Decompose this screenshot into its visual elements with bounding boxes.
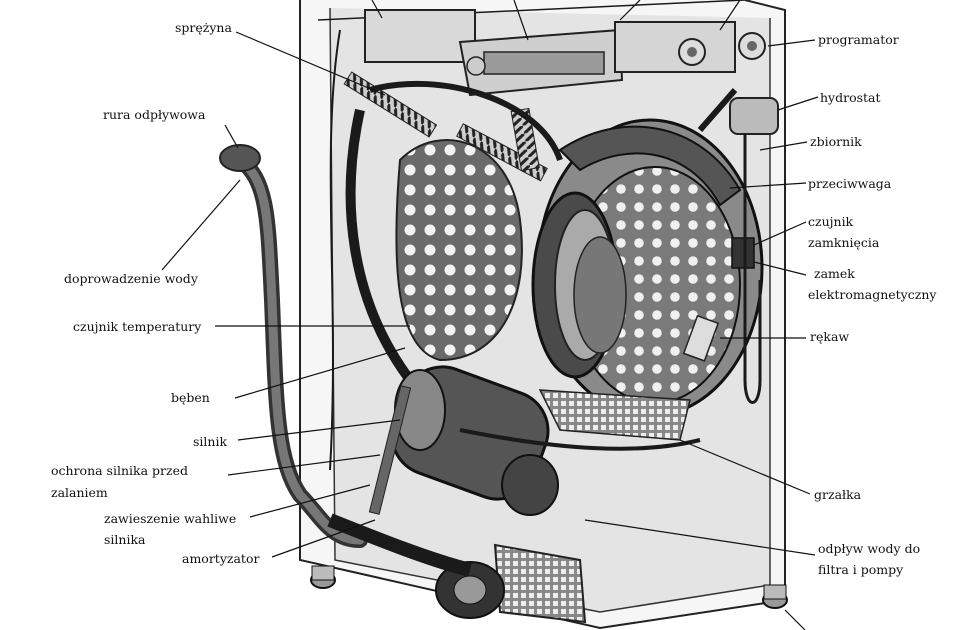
label-zamek-line1: zamek xyxy=(814,266,855,281)
drum-back xyxy=(345,80,563,383)
label-czujnik-zamkniecia-line1: czujnik xyxy=(808,214,854,229)
label-rekaw: rękaw xyxy=(810,329,850,344)
label-zawieszenie-line2: silnika xyxy=(104,532,146,547)
label-doprowadzenie-wody: doprowadzenie wody xyxy=(64,271,198,286)
label-przeciwwaga: przeciwwaga xyxy=(808,176,892,191)
label-odplyw-line1: odpływ wody do xyxy=(818,541,921,556)
label-grzalka: grzałka xyxy=(814,487,862,502)
hydrostat xyxy=(697,88,779,404)
label-zbiornik: zbiornik xyxy=(810,134,862,149)
label-programator: programator xyxy=(818,32,899,47)
pump-filter xyxy=(327,513,587,624)
drain-hose xyxy=(219,144,368,548)
tub-front xyxy=(531,118,764,418)
door-lock xyxy=(731,237,755,269)
label-czujnik-zamkniecia-line2: zamknięcia xyxy=(808,235,880,250)
label-czujnik-temperatury: czujnik temperatury xyxy=(73,319,202,334)
label-ochrona-silnika-line2: zalaniem xyxy=(51,485,108,500)
label-hydrostat: hydrostat xyxy=(820,90,881,105)
label-zawieszenie-line1: zawieszenie wahliwe xyxy=(104,511,237,526)
label-ochrona-silnika-line1: ochrona silnika przed xyxy=(51,463,188,478)
control-panel xyxy=(364,9,766,97)
label-rura-odplywowa: rura odpływowa xyxy=(103,107,206,122)
label-odplyw-line2: filtra i pompy xyxy=(818,562,904,577)
label-sprezyna: sprężyna xyxy=(175,20,232,35)
label-silnik: silnik xyxy=(193,434,228,449)
leader-lines xyxy=(161,0,819,630)
label-amortyzator: amortyzator xyxy=(182,551,260,566)
heater xyxy=(459,389,701,451)
label-zamek-line2: elektromagnetyczny xyxy=(808,287,937,302)
feet xyxy=(310,565,788,609)
label-beben: bęben xyxy=(171,390,210,405)
